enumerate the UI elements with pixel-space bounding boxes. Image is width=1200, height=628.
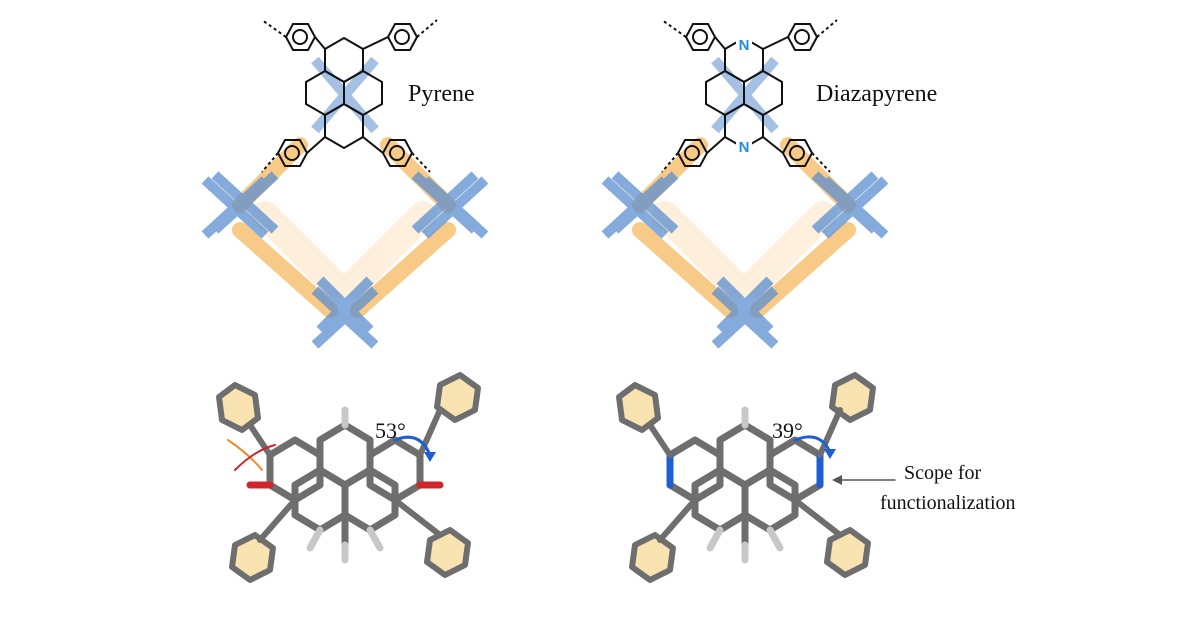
pyrene-3d-model: 53° (216, 372, 481, 583)
pyrene-label: Pyrene (408, 81, 475, 107)
pyrene-torsion-angle: 53° (375, 418, 406, 443)
pyrene-phenyls (216, 372, 481, 583)
diazapyrene-3d-model: 39° Scope for functionalization (616, 372, 1016, 583)
diazapyrene-molecule (661, 19, 838, 173)
scope-label-line1: Scope for (904, 462, 982, 484)
diazapyrene-node-bottom (711, 276, 779, 349)
nitrogen-top-label: N (739, 37, 750, 54)
pyrene-node-right (411, 171, 489, 239)
diazapyrene-phenyls (616, 372, 876, 583)
diazapyrene-label: Diazapyrene (816, 81, 937, 107)
scope-label-line2: functionalization (880, 492, 1016, 514)
scope-arrow (832, 475, 896, 485)
pyrene-molecule (261, 19, 438, 173)
diazapyrene-framework: N N Diazapyrene (601, 19, 937, 349)
pyrene-framework: Pyrene (201, 19, 489, 349)
pyrene-node-left (201, 171, 279, 239)
pyrene-node-bottom (311, 276, 379, 349)
diazapyrene-node-left (601, 171, 679, 239)
diazapyrene-torsion-angle: 39° (772, 418, 803, 443)
nitrogen-bottom-label: N (739, 139, 750, 156)
diazapyrene-node-right (811, 171, 889, 239)
